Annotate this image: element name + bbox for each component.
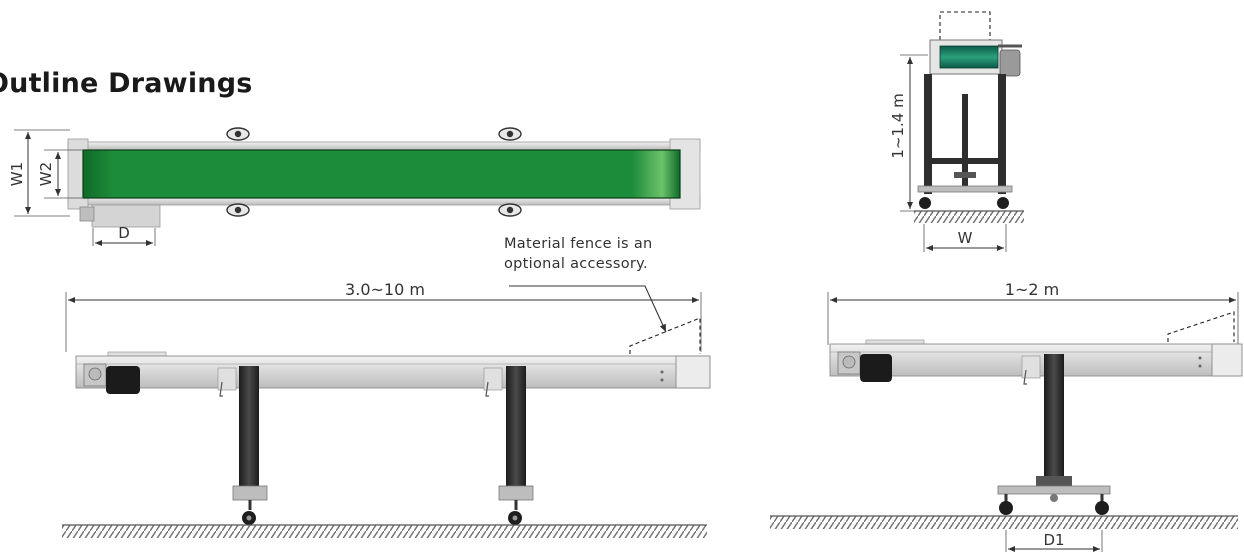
ground-hatch — [914, 211, 1024, 223]
long-side-view: 3.0~10 m — [62, 280, 711, 538]
support-leg — [1044, 354, 1064, 478]
ground-hatch — [770, 516, 1238, 529]
dim-w2-label: W2 — [37, 162, 55, 186]
support-leg — [483, 366, 534, 525]
dim-length-long-label: 3.0~10 m — [345, 280, 425, 299]
dim-w1-label: W1 — [8, 162, 26, 186]
motor-icon — [83, 363, 140, 394]
material-fence — [629, 317, 701, 354]
material-fence — [1167, 311, 1235, 342]
fence-note-line-2: optional accessory. — [504, 256, 648, 272]
short-side-view: 1~2 m D1 — [770, 280, 1243, 552]
end-view: 1~1.4 m W — [889, 11, 1024, 252]
page-title: Outline Drawings — [0, 68, 253, 99]
ground-hatch — [62, 525, 707, 538]
dim-height-label: 1~1.4 m — [889, 93, 907, 158]
clamp-icon — [226, 127, 250, 141]
clamp-icon — [226, 203, 250, 217]
dim-w-label: W — [958, 229, 973, 247]
clamp-icon — [498, 203, 522, 217]
dim-d-label: D — [118, 224, 130, 242]
fence-note: Material fence is an optional accessory. — [504, 234, 653, 274]
dim-d1-label: D1 — [1043, 531, 1064, 549]
support-leg — [217, 366, 268, 525]
top-view: W1 W2 D — [8, 127, 701, 246]
motor-icon — [837, 351, 892, 382]
clamp-icon — [498, 127, 522, 141]
fence-note-line-1: Material fence is an — [504, 236, 653, 252]
dim-length-short-label: 1~2 m — [1005, 280, 1059, 299]
